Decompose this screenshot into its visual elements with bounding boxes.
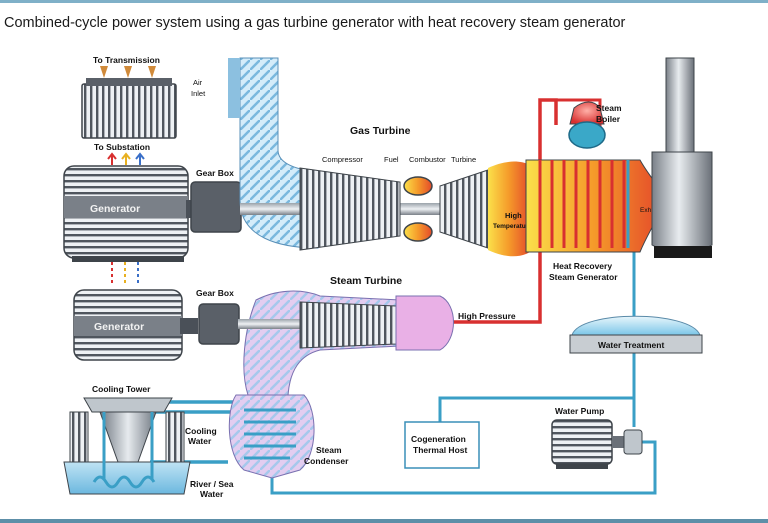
insulator-icon	[124, 66, 132, 78]
gas-turbine-rotor	[439, 169, 489, 249]
label-cogeneration-2: Thermal Host	[413, 445, 467, 455]
insulator-icon	[148, 66, 156, 78]
air-inlet-duct	[228, 57, 319, 249]
condensate-return-pipe	[270, 440, 657, 495]
label-water-treatment: Water Treatment	[598, 340, 664, 350]
label-gear-box-bottom: Gear Box	[196, 288, 234, 298]
label-river-sea-1: River / Sea	[190, 479, 234, 489]
label-fuel: Fuel	[384, 155, 399, 164]
label-steam-turbine: Steam Turbine	[330, 275, 402, 287]
gear-box-bottom	[198, 303, 240, 345]
steam-condenser	[228, 394, 315, 479]
high-pressure-steam-pipe	[452, 98, 558, 324]
gear-box-top	[190, 181, 242, 233]
cogeneration-pipe	[438, 353, 636, 430]
label-cooling-water-1: Cooling	[185, 426, 217, 436]
water-pump	[551, 419, 643, 469]
steam-turbine-rotor	[299, 301, 397, 349]
label-steam-boiler-1: Steam	[596, 103, 622, 113]
top-border	[0, 0, 768, 3]
figure-caption: Combined-cycle power system using a gas …	[4, 15, 626, 31]
label-air-inlet-2: Inlet	[191, 89, 206, 98]
combustor	[403, 176, 433, 242]
label-steam-condenser-1: Steam	[316, 445, 342, 455]
compressor	[299, 167, 401, 251]
insulator-icon	[100, 66, 108, 78]
label-high-temp-1: High	[505, 211, 522, 220]
label-gear-box-top: Gear Box	[196, 168, 234, 178]
hrsg	[525, 159, 663, 253]
cogeneration-box	[404, 421, 480, 469]
label-gas-turbine: Gas Turbine	[350, 125, 411, 137]
label-hrsg-2: Steam Generator	[549, 272, 618, 282]
label-high-temp-2: Temperature	[493, 223, 532, 230]
label-cogeneration-1: Cogeneration	[411, 434, 466, 444]
label-generator-bottom: Generator	[94, 321, 144, 333]
cooling-tower	[63, 397, 191, 495]
arrow-up-icon	[107, 152, 117, 165]
label-air-inlet-1: Air	[193, 78, 203, 87]
label-hrsg-1: Heat Recovery	[553, 261, 612, 271]
transformer	[81, 66, 177, 139]
label-cooling-water-2: Water	[188, 436, 212, 446]
steam-turbine-inlet	[395, 295, 454, 351]
label-high-pressure: High Pressure	[458, 311, 516, 321]
label-compressor: Compressor	[322, 155, 363, 164]
label-steam-condenser-2: Condenser	[304, 456, 349, 466]
substation-arrows	[107, 152, 145, 165]
label-turbine: Turbine	[451, 155, 476, 164]
label-combustor: Combustor	[409, 155, 446, 164]
arrow-up-icon	[135, 152, 145, 165]
label-water-pump: Water Pump	[555, 406, 604, 416]
generator-top	[63, 165, 196, 262]
generator-bottom	[73, 289, 198, 361]
label-to-transmission: To Transmission	[93, 55, 160, 65]
hot-exhaust-duct	[488, 161, 530, 257]
steam-boiler	[568, 101, 606, 149]
water-treatment	[569, 315, 703, 354]
exhaust-stack	[651, 57, 713, 258]
label-steam-boiler-2: Boiler	[596, 114, 621, 124]
label-generator-top: Generator	[90, 203, 140, 215]
label-cooling-tower: Cooling Tower	[92, 384, 151, 394]
label-to-substation: To Substation	[94, 142, 150, 152]
label-river-sea-2: Water	[200, 489, 224, 499]
arrow-up-icon	[121, 152, 131, 165]
bottom-border	[0, 519, 768, 523]
